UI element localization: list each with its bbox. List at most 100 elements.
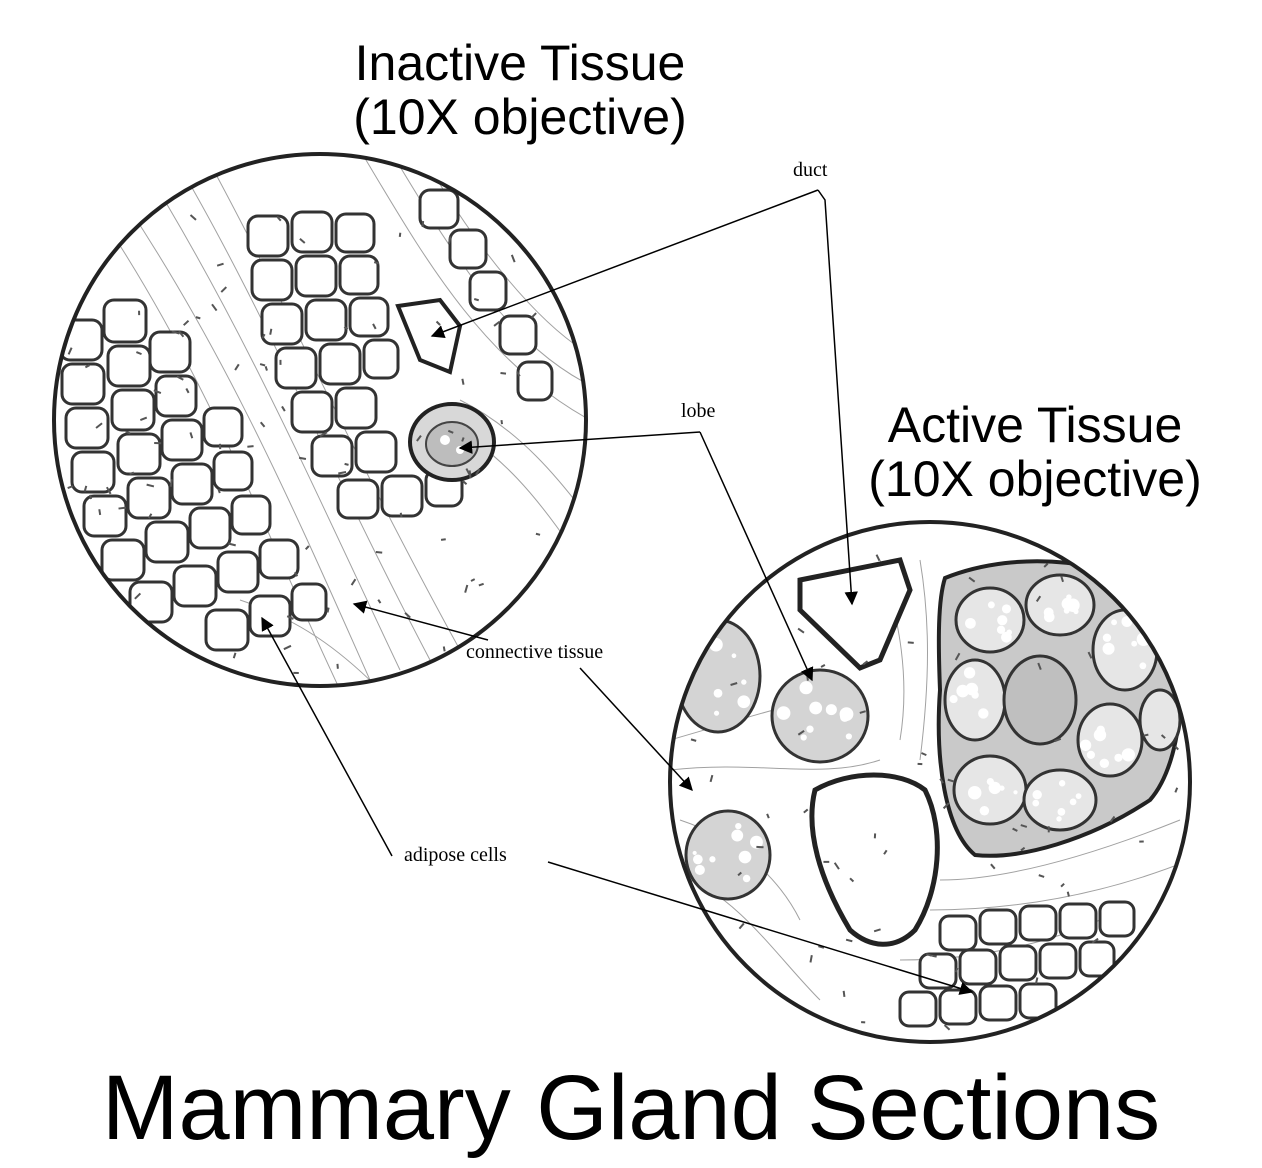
secretory-vacuole: [1121, 616, 1133, 628]
fibroblast-mark: [189, 432, 194, 439]
fibroblast-mark: [730, 682, 738, 686]
fibroblast-mark: [67, 347, 73, 355]
fibroblast-mark: [932, 954, 937, 958]
fibroblast-mark: [176, 375, 184, 381]
fibroblast-mark: [797, 730, 805, 736]
fibroblast-mark: [416, 434, 422, 442]
secretory-vacuole: [809, 701, 823, 715]
fibroblast-mark: [1035, 595, 1042, 603]
secretory-vacuole: [986, 777, 994, 786]
lobe-leader-inactive: [458, 431, 701, 454]
inactive-view-border: [52, 152, 588, 688]
fibroblast-mark: [398, 232, 402, 238]
secretory-vacuole: [731, 829, 744, 842]
fibroblast-mark: [1087, 651, 1093, 659]
fibroblast-mark: [435, 320, 441, 326]
fibroblast-mark: [232, 652, 237, 659]
adipose-leader-active: [547, 861, 974, 995]
fibroblast-mark: [153, 389, 162, 395]
fibroblast-mark: [709, 774, 714, 783]
fibroblast-mark: [464, 584, 469, 593]
fibroblast-mark: [942, 802, 950, 810]
fibroblast-mark: [189, 214, 197, 221]
fibroblast-mark: [797, 627, 805, 634]
fibroblast-mark: [842, 990, 846, 997]
duct-label: duct: [793, 159, 828, 181]
secretory-vacuole: [1069, 798, 1077, 806]
fibroblast-mark: [89, 494, 92, 500]
fibroblast-mark: [1174, 745, 1179, 751]
fibroblast-mark: [510, 254, 516, 263]
fibroblast-mark: [105, 486, 112, 495]
fibroblast-mark: [195, 316, 201, 320]
fibroblast-mark: [373, 261, 380, 265]
fibroblast-mark: [169, 479, 173, 487]
secretory-vacuole: [1013, 790, 1018, 795]
fibroblast-mark: [907, 641, 914, 644]
fibroblast-mark: [954, 967, 959, 973]
fibroblast-mark: [1034, 977, 1039, 984]
fibroblast-mark: [375, 551, 383, 554]
secretory-vacuole: [1032, 789, 1042, 800]
fibroblast-mark: [135, 351, 142, 356]
secretory-vacuole: [1102, 633, 1112, 642]
fibroblast-mark: [259, 421, 266, 428]
secretory-vacuole: [735, 822, 742, 830]
secretory-vacuole: [695, 639, 701, 645]
fibroblast-mark: [220, 286, 228, 293]
inactive-tissue-heading: Inactive Tissue (10X objective): [300, 36, 740, 144]
fibroblast-mark: [146, 483, 155, 488]
fibroblast-mark: [859, 710, 866, 714]
fibroblast-mark: [216, 262, 224, 267]
inactive-tissue-drawing: [58, 154, 586, 686]
secretory-vacuole: [1079, 739, 1092, 751]
fibroblast-mark: [461, 437, 465, 442]
fibroblast-mark: [269, 328, 273, 335]
secretory-vacuole: [949, 694, 958, 704]
secretory-vacuole: [1057, 807, 1066, 816]
secretory-vacuole: [1001, 631, 1012, 643]
secretory-vacuole: [1032, 799, 1040, 807]
secretory-vacuole: [987, 601, 995, 609]
active-tissue-heading: Active Tissue (10X objective): [820, 398, 1250, 506]
fibroblast-mark: [1066, 891, 1070, 897]
fibroblast-mark: [1160, 734, 1166, 739]
adipose-cells-label: adipose cells: [404, 844, 507, 866]
active-tissue-view: [668, 520, 1192, 1044]
secretory-vacuole: [1061, 597, 1074, 610]
fibroblast-mark: [954, 652, 961, 661]
fibroblast-mark: [968, 576, 976, 583]
leader-lines: [261, 189, 974, 995]
fibroblast-mark: [178, 330, 185, 338]
fibroblast-mark: [461, 480, 468, 485]
connective-leader-inactive: [352, 600, 489, 641]
fibroblast-mark: [849, 877, 855, 883]
secretory-vacuole: [840, 712, 850, 722]
fibroblast-mark: [377, 599, 382, 604]
fibroblast-mark: [947, 778, 955, 783]
lobe-label: lobe: [681, 400, 716, 422]
fibroblast-mark: [809, 955, 813, 963]
secretory-vacuole: [1056, 816, 1062, 822]
fibroblast-mark: [737, 871, 742, 877]
fibroblast-mark: [1091, 937, 1099, 944]
fibroblast-mark: [286, 615, 294, 620]
fibroblast-mark: [261, 333, 266, 339]
fibroblast-mark: [500, 420, 503, 425]
lobe-leader-active: [699, 431, 814, 682]
fibroblast-mark: [234, 363, 240, 371]
fibroblast-mark: [211, 303, 218, 312]
fibroblast-mark: [478, 582, 484, 587]
fibroblast-mark: [530, 312, 537, 319]
fibroblast-mark: [67, 485, 74, 489]
secretory-vacuole: [693, 854, 703, 865]
fibroblast-mark: [883, 849, 888, 855]
secretory-vacuole: [1102, 642, 1115, 655]
duct-leader-active: [817, 189, 858, 606]
fibroblast-mark: [803, 808, 809, 814]
fibroblast-mark: [845, 938, 853, 943]
secretory-vacuole: [741, 679, 747, 685]
fibroblast-mark: [1054, 737, 1062, 743]
fibroblast-mark: [875, 554, 881, 562]
